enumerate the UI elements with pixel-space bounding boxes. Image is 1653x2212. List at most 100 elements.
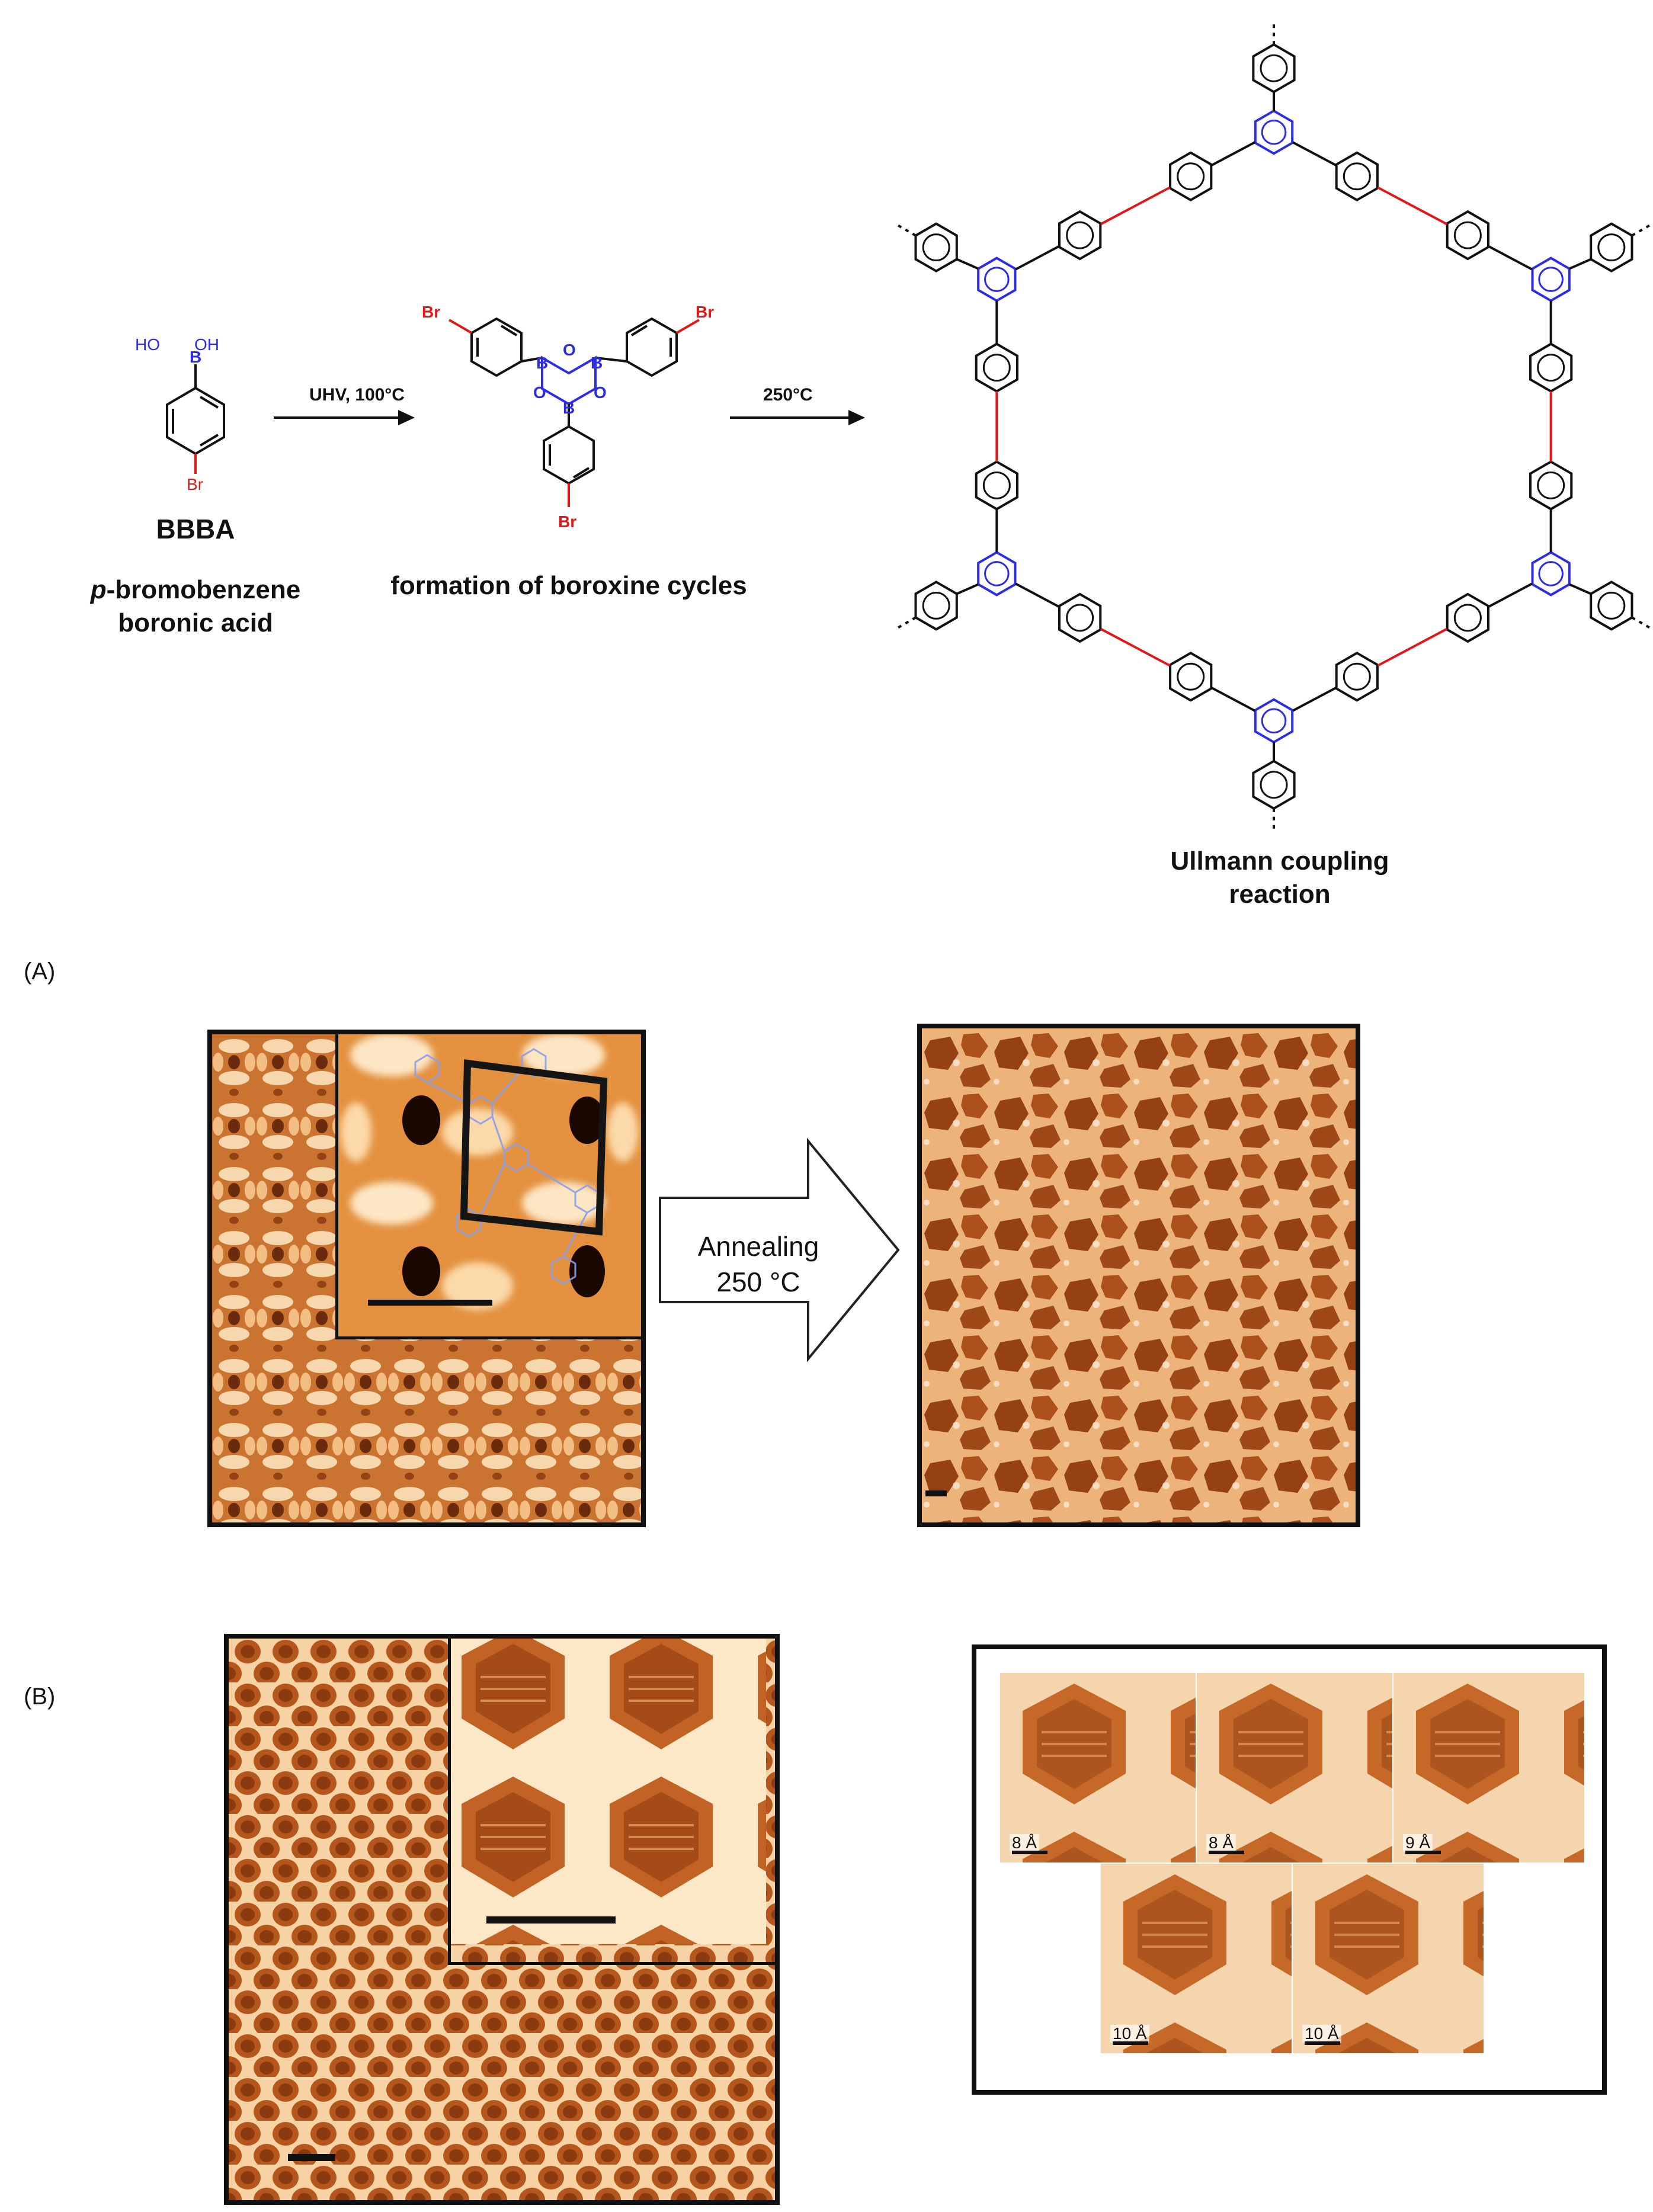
boroxine-ring-5-aromatic — [984, 267, 1010, 292]
outer-bond-1 — [1569, 258, 1592, 270]
annealing-line2: 250 °C — [716, 1267, 800, 1297]
trimer-o2: O — [533, 383, 546, 402]
edge-phenyl-b-4 — [975, 342, 1018, 393]
stm-zoom-series-frame: 8 Å 8 Å 9 Å 10 Å 10 Å — [972, 1644, 1607, 2095]
edge-phenyl-a-1-aromatic — [1537, 354, 1565, 382]
coupling-bond-0 — [1377, 186, 1447, 226]
edge-phenyl-a-5 — [1058, 210, 1102, 261]
bbba-name-line1: p-bromobenzene — [90, 575, 301, 604]
stm-zoom-tile: 8 Å — [1000, 1673, 1196, 1862]
scale-label: 10 Å — [1110, 2025, 1149, 2043]
edge-phenyl-b-3 — [1058, 592, 1102, 643]
outer-bond-5 — [956, 258, 979, 270]
outer-dash-1 — [1631, 223, 1652, 237]
outer-phenyl-2 — [1590, 581, 1633, 631]
outer-dash-4 — [895, 616, 917, 630]
edge-phenyl-b-0-aromatic — [1453, 221, 1482, 249]
boroxine-ring-2 — [1531, 551, 1571, 597]
edge-phenyl-b-3-aromatic — [1066, 604, 1094, 632]
boroxine-ring-5 — [977, 257, 1017, 302]
panel-a-label: (A) — [24, 958, 56, 985]
edge-phenyl-b-1 — [1529, 460, 1573, 511]
bbba-ho: HO — [135, 335, 160, 354]
edge-bond-a-2 — [1488, 582, 1533, 608]
bbba-name-line2: boronic acid — [118, 608, 273, 637]
trimer-o3: O — [594, 383, 607, 402]
annealing-line1: Annealing — [697, 1231, 819, 1262]
boroxine-ring-1-aromatic — [1538, 267, 1564, 292]
outer-phenyl-4 — [914, 581, 958, 631]
coupling-bond-2 — [1377, 627, 1447, 667]
stm-image-a-before — [207, 1030, 646, 1527]
edge-bond-b-5 — [1211, 141, 1256, 166]
scale-bar — [1209, 1851, 1244, 1854]
outer-phenyl-1-aromatic — [1597, 233, 1626, 262]
step2-label-line1: Ullmann coupling — [1170, 847, 1389, 876]
annealing-arrow — [659, 1137, 900, 1363]
trimer-br-bottom: Br — [558, 512, 576, 531]
outer-phenyl-1 — [1590, 222, 1633, 273]
scale-bar — [1012, 1851, 1047, 1854]
bbba-oh: OH — [194, 335, 219, 354]
outer-bond-2 — [1569, 583, 1592, 595]
panel-b-label: (B) — [24, 1684, 56, 1710]
stm-zoom-tile: 8 Å — [1197, 1673, 1392, 1862]
bbba-label: BBBA — [156, 514, 235, 544]
bbba-hydroxyl-label: HO OH — [135, 335, 219, 354]
edge-phenyl-a-2 — [1446, 592, 1489, 643]
edge-phenyl-a-4 — [975, 460, 1018, 511]
scale-label: 10 Å — [1302, 2025, 1341, 2043]
reaction-scheme: B Br Br Br B B B O O O — [166, 22, 1652, 831]
edge-phenyl-b-0 — [1446, 210, 1489, 261]
boroxine-ring-1 — [1531, 257, 1571, 302]
outer-phenyl-3-aromatic — [1260, 771, 1288, 799]
edge-phenyl-a-4-aromatic — [982, 471, 1011, 499]
trimer-o1: O — [563, 341, 576, 359]
step2-condition: 250°C — [763, 385, 813, 405]
outer-dash-2 — [1631, 616, 1652, 630]
boroxine-ring-4 — [977, 551, 1017, 597]
edge-bond-a-5 — [1015, 245, 1060, 271]
bbba-br-label: Br — [187, 475, 203, 493]
edge-phenyl-a-1 — [1529, 342, 1573, 393]
bbba-name: p-bromobenzene boronic acid — [59, 573, 332, 640]
edge-phenyl-a-2-aromatic — [1453, 604, 1482, 632]
edge-bond-b-2 — [1292, 687, 1337, 712]
scale-label: 9 Å — [1403, 1834, 1433, 1852]
boroxine-ring-4-aromatic — [984, 561, 1010, 586]
edge-bond-a-3 — [1211, 687, 1256, 712]
stm-image-a-after — [917, 1024, 1360, 1527]
outer-phenyl-0-aromatic — [1260, 54, 1288, 82]
outer-bond-4 — [956, 583, 979, 595]
stm-inset-a — [335, 1034, 641, 1339]
edge-bond-a-0 — [1292, 141, 1337, 166]
trimer-br-right: Br — [696, 303, 714, 321]
outer-dash-5 — [895, 223, 917, 237]
step1-product-label: formation of boroxine cycles — [390, 571, 747, 600]
scale-bar — [1405, 1851, 1441, 1854]
edge-phenyl-b-2 — [1335, 651, 1379, 702]
boroxine-ring-0 — [1254, 109, 1294, 155]
coupling-bond-5 — [1100, 186, 1171, 226]
edge-bond-b-0 — [1488, 245, 1533, 271]
scale-bar — [1113, 2041, 1148, 2045]
scale-label: 8 Å — [1010, 1834, 1040, 1852]
step2-product-label: Ullmann coupling reaction — [1114, 845, 1446, 911]
stm-image-b-large — [224, 1634, 780, 2205]
stm-inset-b — [448, 1639, 775, 1965]
trimer-b2: B — [591, 354, 603, 372]
outer-phenyl-0 — [1252, 43, 1296, 94]
outer-phenyl-3 — [1252, 759, 1296, 810]
coupling-bond-3 — [1100, 627, 1171, 667]
boroxine-ring-3 — [1254, 698, 1294, 744]
outer-phenyl-2-aromatic — [1597, 591, 1626, 620]
edge-phenyl-b-2-aromatic — [1343, 662, 1371, 691]
trimer-b3: B — [563, 399, 575, 417]
outer-phenyl-5 — [914, 222, 958, 273]
trimer-br-left: Br — [422, 303, 440, 321]
edge-phenyl-b-1-aromatic — [1537, 471, 1565, 499]
outer-phenyl-5-aromatic — [922, 233, 950, 262]
step2-label-line2: reaction — [1229, 880, 1331, 909]
boroxine-ring-3-aromatic — [1261, 708, 1287, 734]
outer-phenyl-4-aromatic — [922, 591, 950, 620]
